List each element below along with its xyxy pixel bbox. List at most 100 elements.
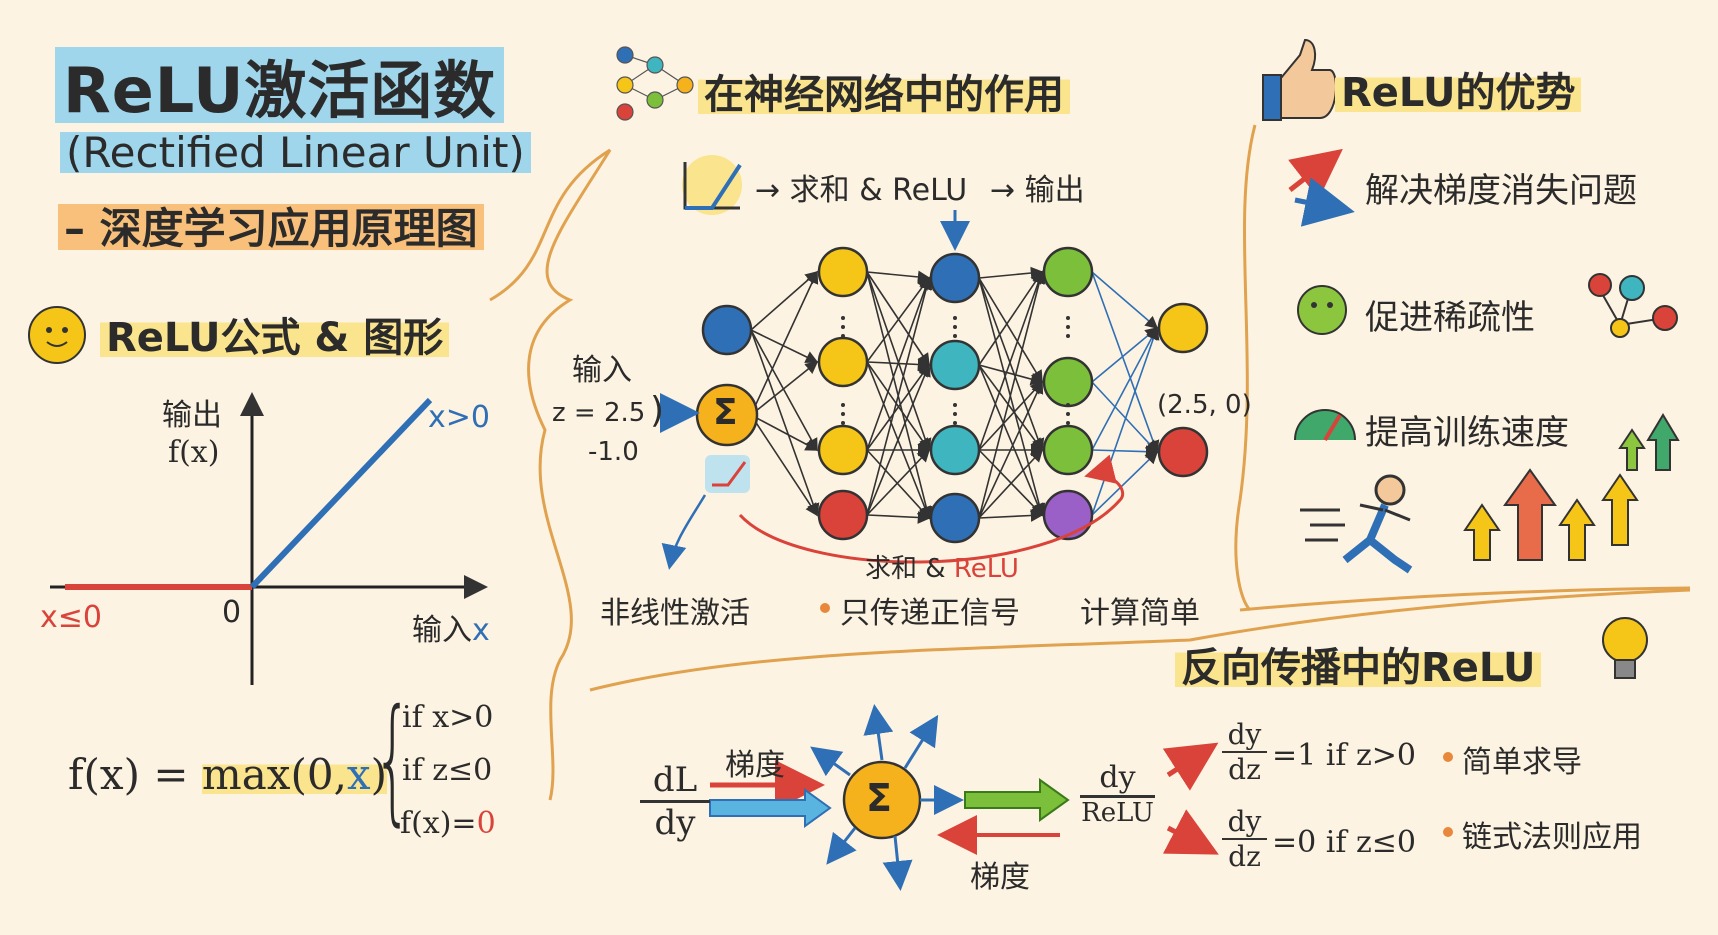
- neuron: [817, 336, 869, 388]
- network-edge: [978, 380, 1044, 519]
- network-edge: [1091, 271, 1159, 330]
- negative-region-label: x≤0: [40, 600, 102, 635]
- network-edge: [978, 277, 1045, 452]
- advantages-heading: ReLU的优势: [1335, 60, 1582, 118]
- tagline: – 深度学习应用原理图: [58, 195, 484, 256]
- ellipsis-dot: [1066, 421, 1070, 425]
- bulb-icon: [1602, 617, 1648, 679]
- backprop-heading: 反向传播中的ReLU: [1175, 635, 1542, 693]
- neuron: [1042, 424, 1094, 476]
- ellipsis-dot: [841, 334, 845, 338]
- runner-icon: [1300, 474, 1413, 574]
- network-edge: [750, 270, 819, 416]
- ellipsis-dot: [1066, 403, 1070, 407]
- neuron: [929, 492, 981, 544]
- deriv1-rhs: =1 if z>0: [1272, 738, 1417, 773]
- network-edge: [866, 271, 932, 452]
- ellipsis-dot: [841, 316, 845, 320]
- main-title: ReLU激活函数: [55, 40, 505, 130]
- ellipsis-dot: [841, 403, 845, 407]
- advantage-vanishing-gradient: 解决梯度消失问题: [1365, 171, 1637, 211]
- network-edge: [750, 329, 818, 452]
- ellipsis-dot: [841, 412, 845, 416]
- ellipsis-dot: [953, 334, 957, 338]
- bottom-sum-relu-label: 求和 & ReLU: [865, 554, 1019, 584]
- network-edge: [866, 363, 931, 516]
- network-edge: [866, 363, 930, 451]
- network-edge: [978, 448, 1044, 519]
- forward-green-arrow: [964, 778, 1070, 822]
- neuron: [817, 424, 869, 476]
- ellipsis-dot: [1066, 316, 1070, 320]
- neuron: [1042, 246, 1094, 298]
- network-edge: [750, 270, 819, 331]
- relu-positive-segment: [249, 397, 433, 590]
- network-edge: [978, 270, 1043, 366]
- neuron: [929, 424, 981, 476]
- network-edge: [978, 364, 1044, 386]
- relu-formula: f(x) = max(0,x): [68, 750, 387, 799]
- ellipsis-dot: [953, 412, 957, 416]
- formula-case-1: if x>0: [402, 700, 494, 735]
- z-value-2: -1.0: [588, 437, 639, 467]
- x-axis-label: 输入x: [412, 613, 490, 648]
- section-dividers: [489, 124, 1691, 801]
- network-edge: [866, 361, 930, 452]
- ellipsis-dot: [953, 421, 957, 425]
- gradient-label-bottom: 梯度: [970, 860, 1030, 895]
- flow-step-sum-relu: → 求和 & ReLU: [755, 173, 968, 208]
- network-edge: [1091, 450, 1159, 516]
- output-value: (2.5, 0): [1157, 390, 1252, 420]
- relu-small-icon: [705, 455, 750, 493]
- sparsity-blob-icon: [1297, 285, 1347, 335]
- thumbs-up-icon: [1262, 38, 1337, 121]
- formula-brace: {: [373, 678, 413, 840]
- ellipsis-dot: [841, 325, 845, 329]
- ellipsis-dot: [953, 325, 957, 329]
- deriv2-fraction: dy dz: [1222, 805, 1267, 873]
- neuron: [1157, 426, 1209, 478]
- backprop-sum-symbol: Σ: [866, 776, 892, 820]
- network-edge: [750, 414, 819, 451]
- neuron: [701, 304, 753, 356]
- relu-graph: [50, 392, 488, 685]
- gradient-label-top: 梯度: [725, 748, 785, 783]
- network-edge: [978, 364, 1043, 452]
- ellipsis-dot: [841, 421, 845, 425]
- dy-relu-fraction: dy ReLU: [1080, 760, 1155, 828]
- network-edge: [866, 449, 931, 520]
- network-neurons: [701, 246, 1209, 544]
- neuron: [1042, 489, 1094, 541]
- network-edge: [978, 364, 1044, 517]
- network-logo-icon: [616, 46, 694, 121]
- deriv1-fraction: dy dz: [1222, 718, 1267, 786]
- network-heading: 在神经网络中的作用: [698, 62, 1070, 120]
- network-edge: [866, 448, 931, 516]
- network-edge: [866, 276, 932, 451]
- network-edge: [978, 270, 1045, 451]
- ellipsis-dot: [1066, 334, 1070, 338]
- network-edge: [866, 276, 930, 363]
- network-edge: [866, 271, 930, 367]
- y-func-label: f(x): [168, 435, 220, 470]
- network-edge: [978, 509, 1044, 522]
- forward-blue-arrow: [709, 788, 832, 828]
- up-arrows-icon: [1618, 413, 1680, 471]
- ellipsis-dot: [953, 403, 957, 407]
- ellipsis-dot: [1066, 412, 1070, 416]
- flow-step-output: → 输出: [990, 173, 1085, 208]
- input-label: 输入: [572, 353, 632, 388]
- network-edge: [866, 276, 933, 516]
- dl-dy-fraction: dL dy: [640, 760, 710, 843]
- network-edge: [978, 266, 1044, 280]
- neuron: [1042, 356, 1094, 408]
- neuron: [817, 246, 869, 298]
- neuron: [817, 489, 869, 541]
- network-edge: [1091, 381, 1159, 454]
- network-edge: [1091, 326, 1160, 516]
- formula-heading: ReLU公式 & 图形: [100, 305, 450, 363]
- positive-region-label: x>0: [428, 400, 490, 435]
- subtitle: (Rectified Linear Unit): [60, 128, 531, 177]
- network-connections: [750, 266, 1160, 524]
